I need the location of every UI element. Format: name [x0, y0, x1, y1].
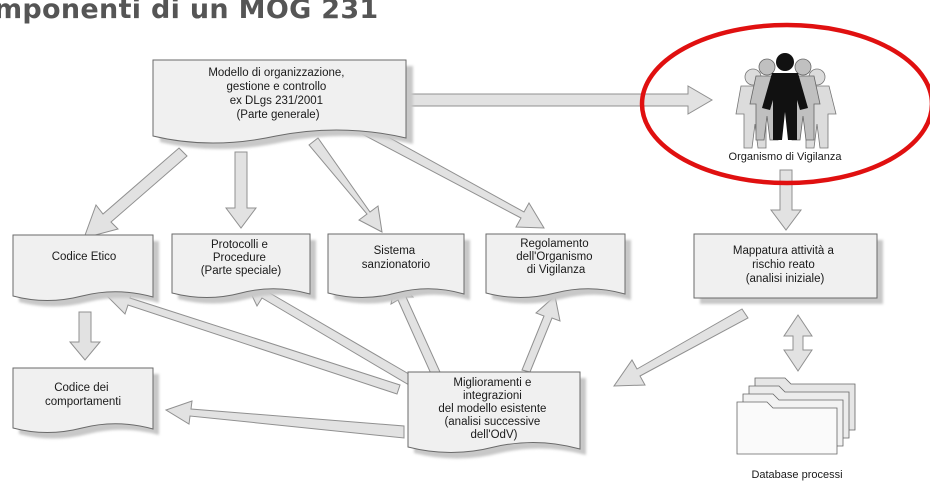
- mappatura-line-1: Mappatura attività a: [733, 245, 835, 257]
- miglioramenti-label: Miglioramenti e integrazioni del modello…: [438, 377, 549, 441]
- people-group-icon: [735, 53, 837, 149]
- protocolli-line-1: Protocolli e: [211, 239, 268, 251]
- modello-line-1: Modello di organizzazione,: [208, 67, 344, 79]
- miglioramenti-line-1: Miglioramenti e: [453, 377, 531, 389]
- protocolli-label: Protocolli e Procedure (Parte speciale): [201, 239, 282, 277]
- folder-stack-icon: [736, 377, 856, 455]
- arrow-codice-etico-to-comportamenti: [68, 311, 102, 361]
- codice-comportamenti-line-2: comportamenti: [45, 396, 121, 408]
- mappatura-line-3: (analisi iniziale): [746, 273, 825, 285]
- modello-label: Modello di organizzazione, gestione e co…: [208, 67, 347, 121]
- arrow-mappatura-to-miglioramenti: [613, 308, 749, 387]
- regolamento-label: Regolamento dell'Organismo di Vigilanza: [516, 238, 596, 276]
- codice-comportamenti-line-1: Codice dei: [54, 382, 108, 394]
- arrow-odv-to-mappatura: [770, 169, 802, 231]
- node-mappatura: Mappatura attività a rischio reato (anal…: [693, 233, 883, 304]
- node-regolamento: Regolamento dell'Organismo di Vigilanza: [485, 233, 631, 304]
- node-sistema: Sistema sanzionatorio: [327, 233, 470, 304]
- arrow-modello-to-sistema: [308, 137, 383, 233]
- modello-line-2: gestione e controllo: [227, 81, 327, 93]
- node-codice-etico: Codice Etico: [12, 234, 159, 307]
- miglioramenti-line-4: (analisi successive: [444, 416, 540, 428]
- arrow-modello-to-odv: [407, 85, 713, 115]
- mappatura-line-2: rischio reato: [752, 259, 815, 271]
- node-miglioramenti: Miglioramenti e integrazioni del modello…: [407, 371, 586, 459]
- sistema-line-2: sanzionatorio: [362, 259, 430, 271]
- mappatura-label: Mappatura attività a rischio reato (anal…: [733, 245, 837, 285]
- codice-etico-label: Codice Etico: [52, 251, 117, 263]
- node-codice-comportamenti: Codice dei comportamenti: [12, 367, 159, 439]
- modello-line-3: ex DLgs 231/2001: [230, 95, 323, 107]
- node-modello: Modello di organizzazione, gestione e co…: [152, 59, 413, 149]
- arrow-miglioramenti-to-regolamento: [521, 295, 561, 373]
- node-protocolli: Protocolli e Procedure (Parte speciale): [171, 233, 316, 304]
- miglioramenti-line-3: del modello esistente: [438, 403, 546, 415]
- regolamento-line-1: Regolamento: [520, 238, 588, 250]
- protocolli-line-3: (Parte speciale): [201, 265, 282, 277]
- arrow-mappatura-to-database: [783, 314, 813, 372]
- sistema-line-1: Sistema: [374, 245, 416, 257]
- arrow-modello-to-protocolli: [225, 151, 257, 229]
- miglioramenti-line-2: integrazioni: [463, 390, 522, 402]
- regolamento-line-3: di Vigilanza: [527, 264, 586, 276]
- miglioramenti-line-5: dell'OdV): [471, 429, 518, 441]
- sistema-label: Sistema sanzionatorio: [362, 245, 430, 271]
- odv-highlight-ellipse: [639, 22, 930, 186]
- database-label: Database processi: [751, 469, 842, 481]
- codice-comportamenti-label: Codice dei comportamenti: [45, 382, 121, 408]
- arrow-miglioramenti-to-comportamenti: [164, 400, 405, 439]
- regolamento-line-2: dell'Organismo: [516, 251, 592, 263]
- modello-line-4: (Parte generale): [236, 109, 319, 121]
- page-title: mponenti di un MOG 231: [0, 0, 379, 25]
- odv-label: Organismo di Vigilanza: [729, 151, 843, 163]
- protocolli-line-2: Procedure: [213, 252, 266, 264]
- arrow-modello-to-codice-etico: [83, 147, 188, 239]
